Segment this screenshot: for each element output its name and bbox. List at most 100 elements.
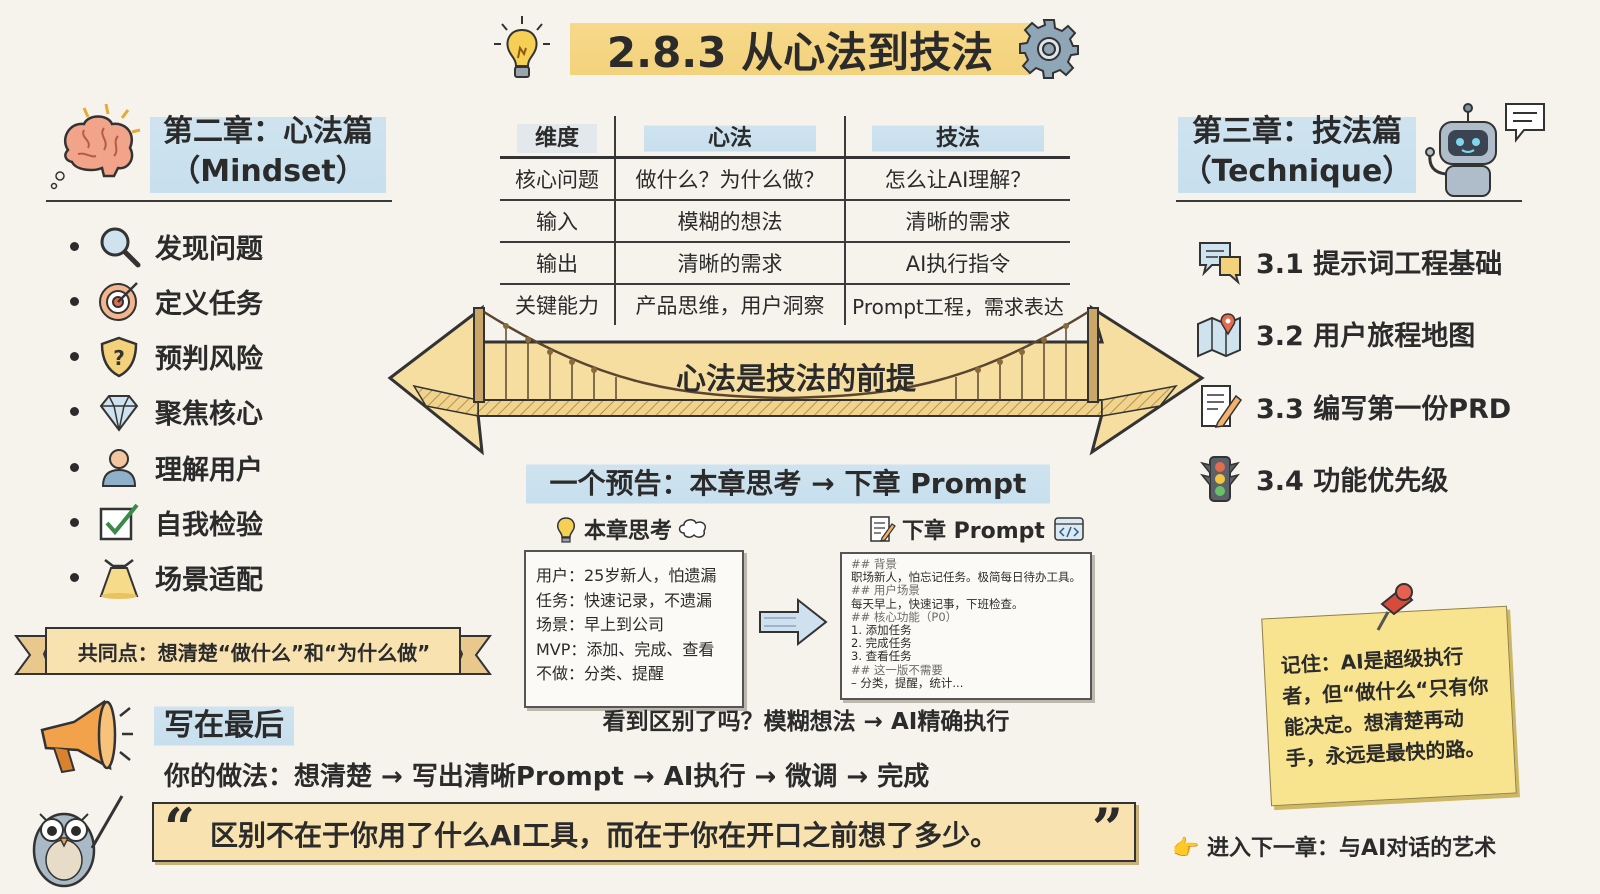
robot-icon: [1420, 100, 1550, 200]
page-title: 2.8.3 从心法到技法: [570, 18, 1030, 80]
prompt-section-heading: ## 核心功能（P0）: [851, 609, 958, 624]
thinking-line: 用户：25岁新人，怕遗漏: [536, 566, 717, 585]
preview-left-title: 本章思考: [552, 512, 710, 546]
lightbulb-icon: [490, 14, 554, 84]
prompt-line: 职场新人，怕忘记任务。极简每日待办工具。: [851, 570, 1081, 585]
preview-left-title-text: 本章思考: [584, 519, 673, 544]
quote-text: 区别不在于你用了什么AI工具，而在于你在开口之前想了多少。: [210, 819, 999, 852]
prompt-card: ## 背景职场新人，怕忘记任务。极简每日待办工具。## 用户场景每天早上，快速记…: [840, 552, 1092, 700]
prompt-line: 2. 完成任务: [851, 636, 912, 651]
bullet: [70, 518, 79, 527]
bullet: [70, 573, 79, 583]
table-row: 输出 清晰的需求 AI执行指令: [500, 242, 1070, 284]
quote-box: “ 区别不在于你用了什么AI工具，而在于你在开口之前想了多少。 ”: [152, 796, 1136, 862]
chat-bubbles-icon: [1196, 237, 1244, 285]
gear-icon: [1018, 18, 1080, 80]
magnifier-icon: [97, 224, 141, 268]
preview-right-title-text: 下章 Prompt: [902, 519, 1045, 544]
table-cell: 模糊的想法: [615, 200, 846, 242]
mindset-list-item: 理解用户: [70, 445, 263, 489]
bullet: [70, 241, 79, 251]
table-cell: 输入: [500, 200, 616, 242]
table-row: 输入 模糊的想法 清晰的需求: [500, 200, 1070, 242]
preview-heading: 一个预告：本章思考 → 下章 Prompt: [526, 462, 1050, 506]
table-header: 心法: [615, 116, 846, 158]
document-pencil-icon: [870, 516, 896, 542]
closing-flow: 你的做法：想清楚 → 写出清晰Prompt → AI执行 → 微调 → 完成: [164, 762, 930, 792]
thinking-line: 任务：快速记录，不遗漏: [536, 590, 713, 610]
closing-heading: 写在最后: [154, 704, 294, 748]
mindset-item-label: 发现问题: [155, 233, 263, 265]
shield-icon: ?: [97, 335, 141, 379]
document-pencil-icon: [1196, 382, 1244, 430]
mindset-item-label: 场景适配: [155, 565, 263, 597]
technique-list-item[interactable]: 3.3 编写第一份PRD: [1196, 381, 1511, 431]
traffic-light-icon: [1196, 455, 1244, 503]
svg-text:?: ?: [113, 346, 125, 370]
technique-item-label: 3.1 提示词工程基础: [1256, 248, 1503, 280]
mindset-item-label: 理解用户: [155, 454, 263, 486]
table-cell: 产品思维，用户洞察: [615, 284, 846, 325]
mindset-list-item: 场景适配: [70, 556, 263, 600]
table-cell: 输出: [500, 242, 616, 284]
prompt-line: 1. 添加任务: [851, 623, 912, 638]
sticky-note-text: 记住：AI是超级执行者，但“做什么“只有你能决定。想清楚再动手，永远是最快的路。: [1280, 644, 1490, 771]
technique-list-item[interactable]: 3.1 提示词工程基础: [1196, 236, 1502, 286]
code-window-icon: [1054, 517, 1084, 541]
technique-list-item[interactable]: 3.4 功能优先级: [1196, 454, 1448, 504]
mindset-list-item: 聚焦核心: [70, 390, 263, 434]
spotlight-icon: [97, 556, 141, 600]
thinking-line: 不做：分类、提醒: [536, 664, 665, 683]
bridge-arrow: 心法是技法的前提: [386, 300, 1206, 470]
user-icon: [97, 445, 141, 489]
diamond-icon: [97, 390, 141, 434]
table-cell: AI执行指令: [905, 252, 1011, 276]
preview-caption: 看到区别了吗？模糊想法 → AI精确执行: [602, 709, 1010, 735]
sticky-note: 记住：AI是超级执行者，但“做什么“只有你能决定。想清楚再动手，永远是最快的路。: [1261, 605, 1517, 807]
prompt-line: – 分类，提醒，统计...: [851, 675, 964, 690]
table-header: 技法: [845, 116, 1070, 158]
thought-cloud-icon: [678, 519, 707, 538]
divider: [1176, 200, 1522, 202]
thinking-line: 场景：早上到公司: [536, 615, 665, 634]
mindset-item-label: 聚焦核心: [155, 399, 263, 431]
table-row: 关键能力 产品思维，用户洞察 Prompt工程，需求表达: [500, 284, 1070, 325]
lightbulb-icon: [557, 517, 575, 543]
table-header: 维度: [500, 116, 616, 158]
common-point-banner: 共同点：想清楚“做什么”和“为什么做”: [14, 620, 492, 684]
arrow-right-icon: [756, 596, 830, 648]
quote-close-mark: ”: [1092, 796, 1124, 860]
brain-icon: [48, 100, 148, 192]
bridge-label: 心法是技法的前提: [676, 362, 916, 397]
technique-list-item[interactable]: 3.2 用户旅程地图: [1196, 309, 1475, 359]
bullet: [70, 407, 79, 417]
technique-item-label: 3.3 编写第一份PRD: [1256, 393, 1512, 425]
table-cell: 做什么？为什么做？: [615, 157, 846, 200]
common-point-text: 共同点：想清楚“做什么”和“为什么做”: [77, 641, 431, 665]
mindset-item-label: 预判风险: [155, 344, 263, 376]
chapter2-heading-line2: （Mindset）: [170, 154, 366, 189]
megaphone-icon: [34, 698, 134, 782]
comparison-table: 维度 心法 技法 核心问题 做什么？为什么做？ 怎么让AI理解？ 输入 模糊的想…: [500, 116, 1070, 325]
target-icon: [97, 279, 141, 323]
chapter3-heading-line1: 第三章：技法篇: [1192, 114, 1402, 149]
chapter3-heading-line2: （Technique）: [1181, 154, 1413, 189]
bullet: [70, 462, 79, 472]
table-cell: 清晰的需求: [905, 210, 1011, 234]
mindset-item-label: 自我检验: [155, 510, 263, 541]
quote-open-mark: “: [164, 796, 196, 860]
table-row: 核心问题 做什么？为什么做？ 怎么让AI理解？: [500, 157, 1070, 200]
prompt-line: 每天早上，快速记事，下班检查。: [851, 596, 1024, 611]
mindset-list-item: ? 预判风险: [70, 335, 263, 379]
prompt-lines: ## 背景职场新人，怕忘记任务。极简每日待办工具。## 用户场景每天早上，快速记…: [842, 557, 1090, 690]
chapter2-heading-line1: 第二章：心法篇: [163, 114, 373, 149]
prompt-section-heading: ## 这一版不需要: [851, 662, 943, 677]
table-cell: 关键能力: [500, 284, 616, 325]
table-cell: 核心问题: [500, 157, 616, 200]
bullet: [70, 352, 79, 362]
chapter2-heading: 第二章：心法篇 （Mindset）: [150, 112, 386, 198]
mindset-list-item: 自我检验: [70, 501, 263, 545]
prompt-section-heading: ## 背景: [851, 557, 897, 571]
next-chapter-link[interactable]: 👉 进入下一章：与AI对话的艺术: [1172, 836, 1497, 861]
